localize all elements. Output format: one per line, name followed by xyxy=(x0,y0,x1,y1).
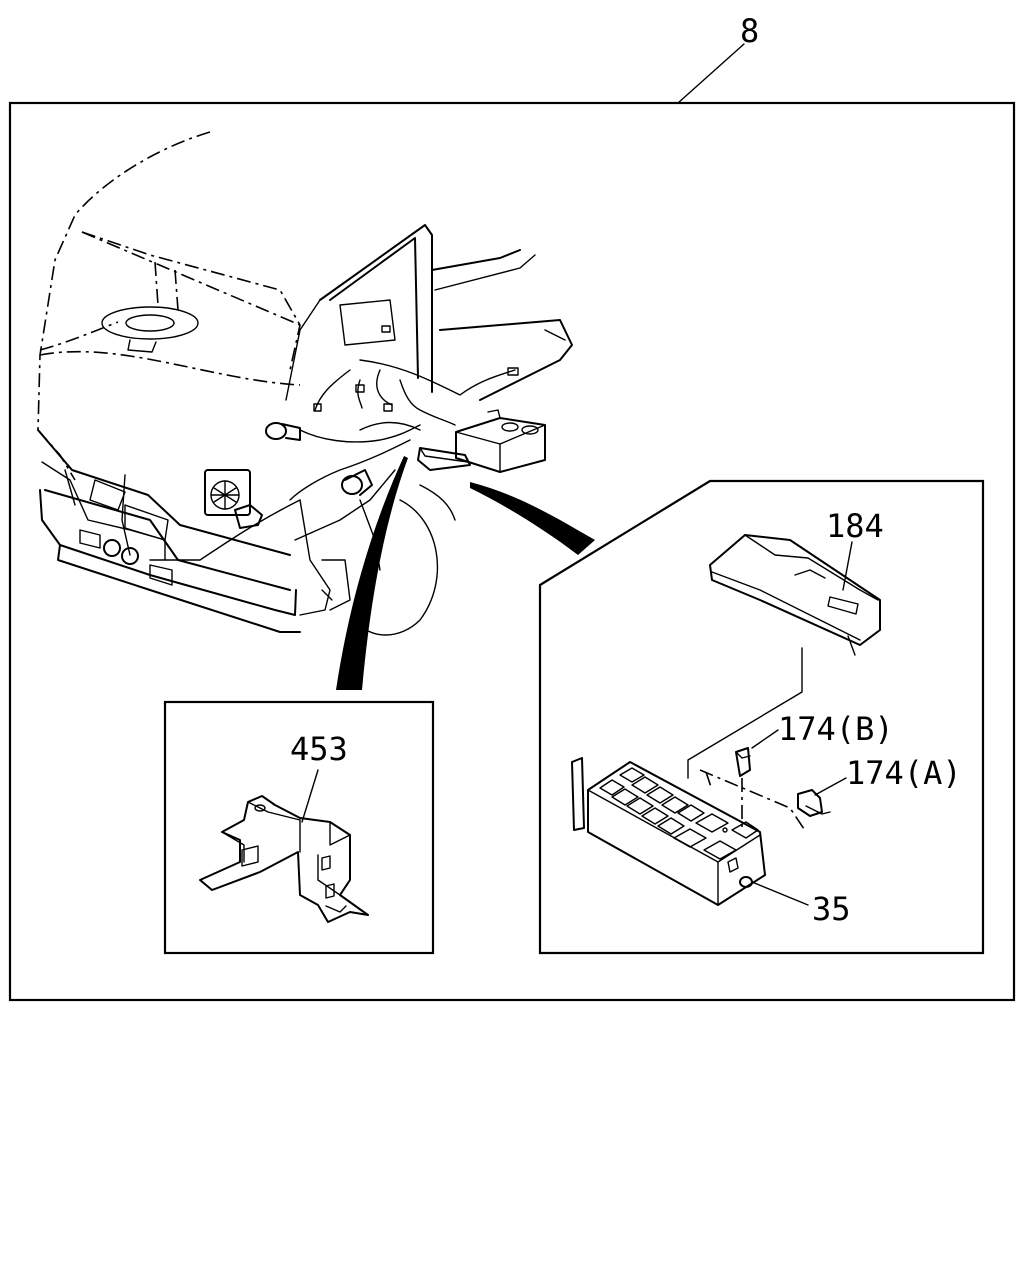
relay-guide-lines xyxy=(699,769,807,833)
pointer-arrow-bracket xyxy=(336,456,408,690)
callout-35[interactable]: 35 xyxy=(812,890,851,928)
pointer-arrow-fuse-box xyxy=(470,482,595,555)
main-frame xyxy=(8,101,1016,1002)
bracket xyxy=(199,795,369,923)
bracket-detail-panel xyxy=(163,700,435,955)
callout-174a[interactable]: 174(A) xyxy=(846,754,962,792)
leader-174b xyxy=(751,729,779,749)
leader-174a xyxy=(814,777,847,796)
leader-35 xyxy=(751,881,809,906)
callout-184[interactable]: 184 xyxy=(826,507,884,545)
truck-cab-drawing xyxy=(37,131,573,636)
leader-184 xyxy=(842,541,853,591)
callout-453[interactable]: 453 xyxy=(290,730,348,768)
leader-8 xyxy=(677,43,745,104)
fuse-box-cover xyxy=(709,534,881,656)
fuse-box-detail-panel xyxy=(538,479,985,955)
leader-453 xyxy=(301,769,319,823)
callout-174b[interactable]: 174(B) xyxy=(778,710,894,748)
fuse-box xyxy=(571,757,766,906)
callout-8[interactable]: 8 xyxy=(740,12,759,50)
cover-guide-line xyxy=(687,647,803,779)
relay-174a xyxy=(797,789,831,817)
relay-174b xyxy=(735,747,751,777)
